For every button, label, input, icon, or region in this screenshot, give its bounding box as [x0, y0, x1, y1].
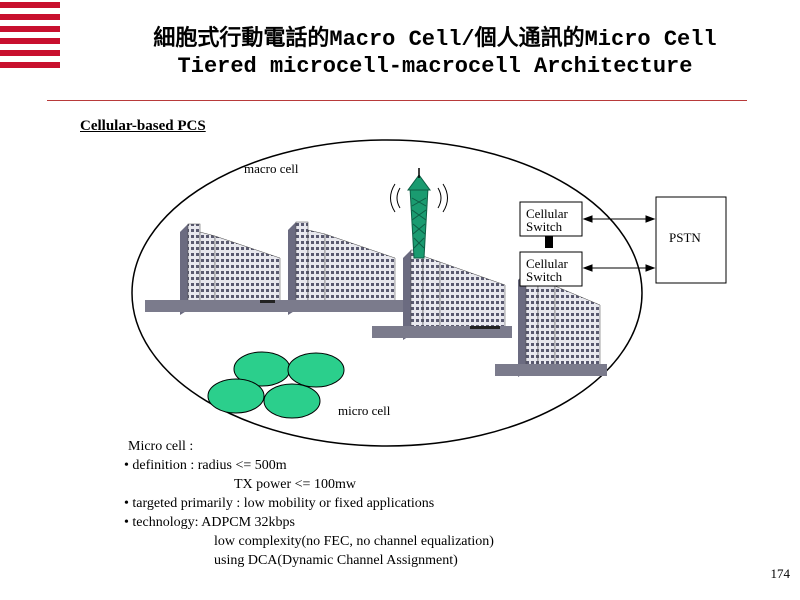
notes-technology: • technology: ADPCM 32kbps — [124, 515, 295, 530]
switch-connector — [545, 236, 553, 248]
arrow-bottom — [582, 264, 656, 272]
switch-bottom-line2: Switch — [526, 269, 563, 284]
micro-cell — [207, 378, 265, 414]
title-line-2: Tiered microcell-macrocell Architecture — [177, 54, 693, 79]
cellular-switch-bottom: Cellular Switch — [526, 257, 568, 283]
switch-top-line1: Cellular — [526, 206, 568, 221]
micro-cell-label: micro cell — [338, 403, 391, 418]
building-3 — [372, 249, 512, 340]
micro-cell-notes: Micro cell : • definition : radius <= 50… — [124, 437, 494, 570]
title-line-1: 細胞式行動電話的Macro Cell/個人通訊的Micro Cell — [153, 27, 717, 52]
pstn-label: PSTN — [669, 230, 701, 245]
pstn-box — [655, 196, 727, 284]
notes-heading: Micro cell : — [128, 439, 194, 454]
notes-definition: • definition : radius <= 500m — [124, 458, 287, 473]
arrow-top — [582, 215, 656, 223]
micro-cell — [287, 352, 345, 388]
page-number: 174 — [770, 566, 791, 581]
cellular-switch-bottom-box — [519, 251, 583, 287]
notes-complexity: low complexity(no FEC, no channel equali… — [214, 534, 494, 549]
title-divider — [47, 100, 747, 101]
switch-bottom-line1: Cellular — [526, 256, 568, 271]
switch-top-line2: Switch — [526, 219, 563, 234]
antenna-tower — [390, 168, 448, 259]
notes-tx-power: TX power <= 100mw — [234, 477, 356, 492]
macro-cell-boundary — [131, 139, 643, 447]
notes-targeted: • targeted primarily : low mobility or f… — [124, 496, 435, 511]
building-1 — [145, 223, 295, 315]
cellular-switch-top: Cellular Switch — [526, 207, 568, 233]
macro-cell-label: macro cell — [244, 161, 299, 176]
building-2 — [275, 221, 405, 315]
cellular-switch-top-box — [519, 201, 583, 237]
section-label: Cellular-based PCS — [80, 118, 206, 134]
building-4 — [495, 271, 607, 377]
micro-cell — [263, 383, 321, 419]
notes-dca: using DCA(Dynamic Channel Assignment) — [214, 553, 458, 568]
logo-stripes — [0, 0, 60, 70]
